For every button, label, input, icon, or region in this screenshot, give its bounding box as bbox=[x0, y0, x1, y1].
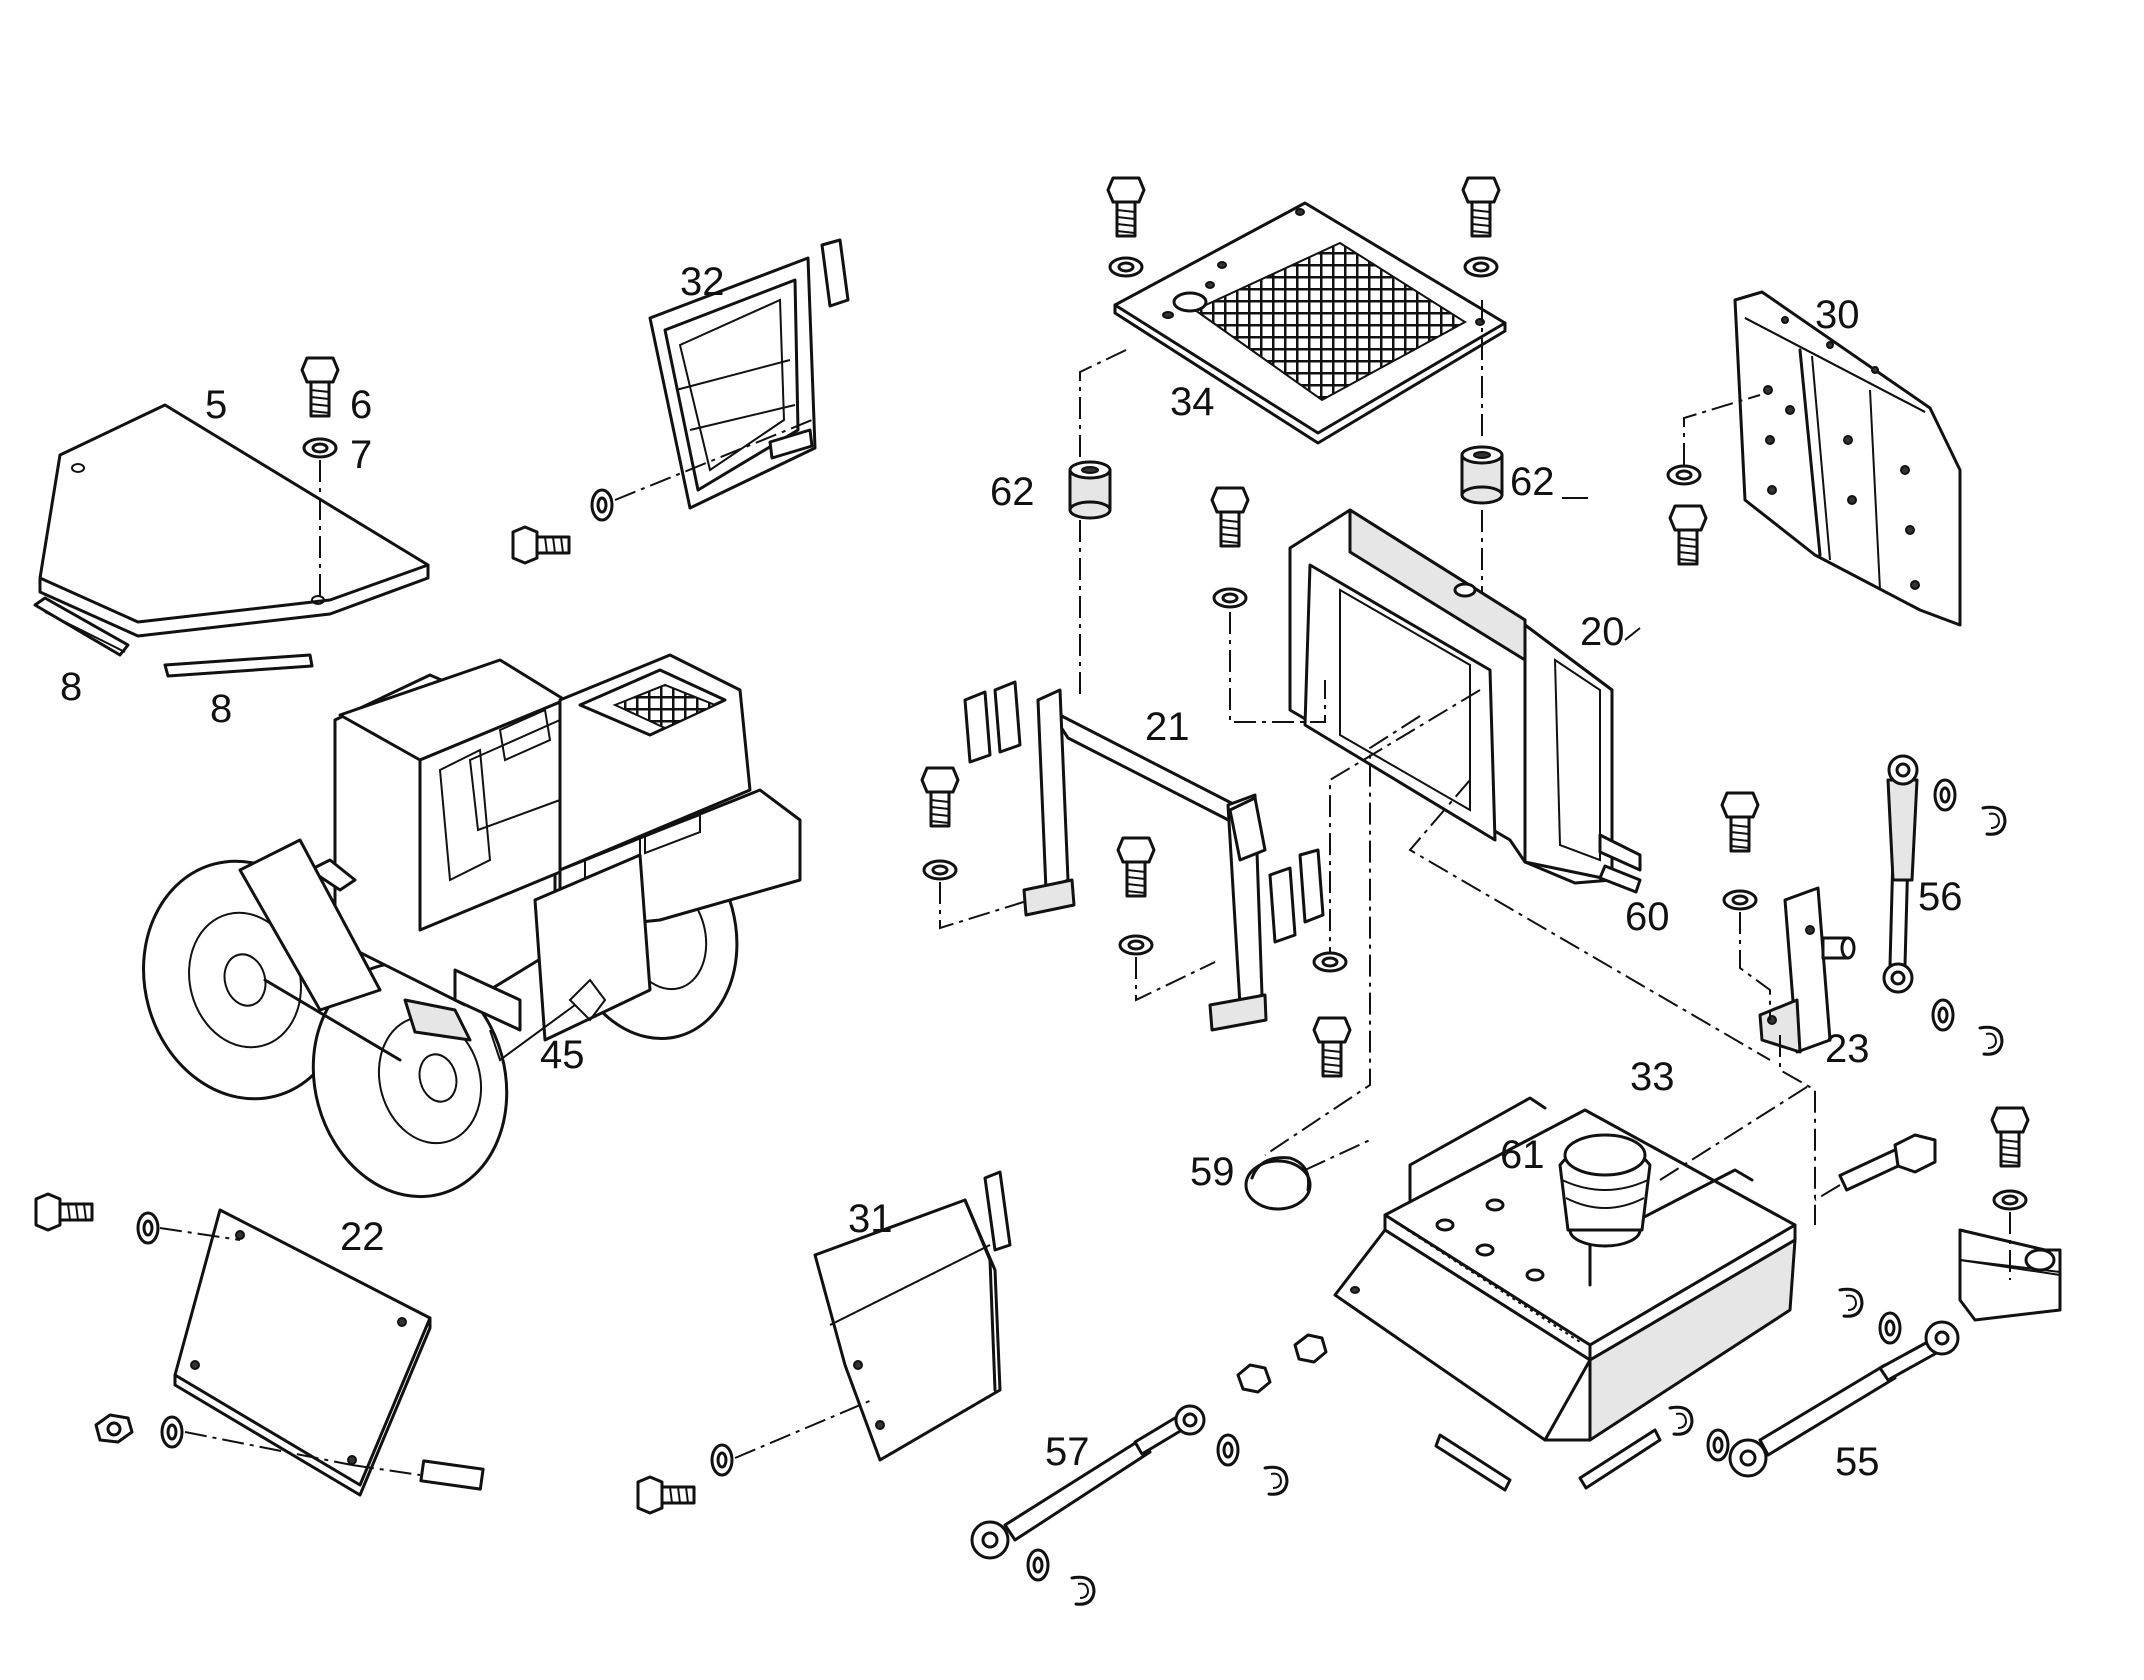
part-34-grille-plate bbox=[1113, 201, 1507, 445]
label-part-22: 22 bbox=[340, 1215, 385, 1259]
part-56-lift-rod bbox=[1882, 754, 1919, 994]
mounting-block bbox=[1958, 1228, 2062, 1322]
label-part-62-right: 62 bbox=[1510, 460, 1555, 504]
part-62-rubber-mount-left bbox=[1068, 460, 1112, 520]
part-32-window-frame bbox=[648, 238, 850, 510]
part-6-bolt bbox=[300, 356, 340, 418]
label-part-8b: 8 bbox=[210, 687, 232, 731]
label-part-21: 21 bbox=[1145, 705, 1190, 749]
label-part-57: 57 bbox=[1045, 1430, 1090, 1474]
label-part-30: 30 bbox=[1815, 293, 1860, 337]
label-part-7: 7 bbox=[350, 433, 372, 477]
label-part-62-left: 62 bbox=[990, 470, 1035, 514]
label-part-59: 59 bbox=[1190, 1150, 1235, 1194]
part-8-seal-strip-b bbox=[163, 653, 314, 678]
strip-a bbox=[1434, 1433, 1512, 1492]
part-59-plug bbox=[1244, 1156, 1312, 1211]
part-60-strip bbox=[1598, 864, 1642, 894]
label-part-23: 23 bbox=[1825, 1027, 1870, 1071]
part-57-link-rod bbox=[970, 1404, 1206, 1560]
label-part-56: 56 bbox=[1918, 875, 1963, 919]
label-part-45: 45 bbox=[540, 1033, 585, 1077]
part-61-filler-cap bbox=[1558, 1133, 1652, 1248]
stud-bolt bbox=[1838, 1133, 1937, 1192]
part-21-cab-frame bbox=[963, 680, 1325, 1032]
label-part-60: 60 bbox=[1625, 895, 1670, 939]
label-part-34: 34 bbox=[1170, 380, 1215, 424]
part-55-link-rod bbox=[1728, 1320, 1960, 1478]
label-part-32: 32 bbox=[680, 260, 725, 304]
strip-b bbox=[1578, 1428, 1662, 1490]
part-5-roof-panel bbox=[38, 403, 430, 638]
label-part-33: 33 bbox=[1630, 1055, 1675, 1099]
part-7-washer bbox=[302, 437, 338, 459]
label-part-5: 5 bbox=[205, 383, 227, 427]
label-part-6: 6 bbox=[350, 383, 372, 427]
label-part-8a: 8 bbox=[60, 665, 82, 709]
part-20-rear-frame bbox=[1288, 508, 1642, 885]
part-8-seal-strip-a bbox=[33, 596, 130, 657]
part-31-door-panel bbox=[813, 1170, 1012, 1462]
part-30-rear-panel bbox=[1733, 290, 1962, 627]
label-part-20: 20 bbox=[1580, 610, 1625, 654]
machine-overview bbox=[142, 653, 802, 1199]
label-part-31: 31 bbox=[848, 1197, 893, 1241]
label-part-55: 55 bbox=[1835, 1440, 1880, 1484]
label-part-61: 61 bbox=[1500, 1133, 1545, 1177]
part-62-rubber-mount-right bbox=[1460, 445, 1504, 505]
part-22-plate bbox=[173, 1208, 432, 1497]
